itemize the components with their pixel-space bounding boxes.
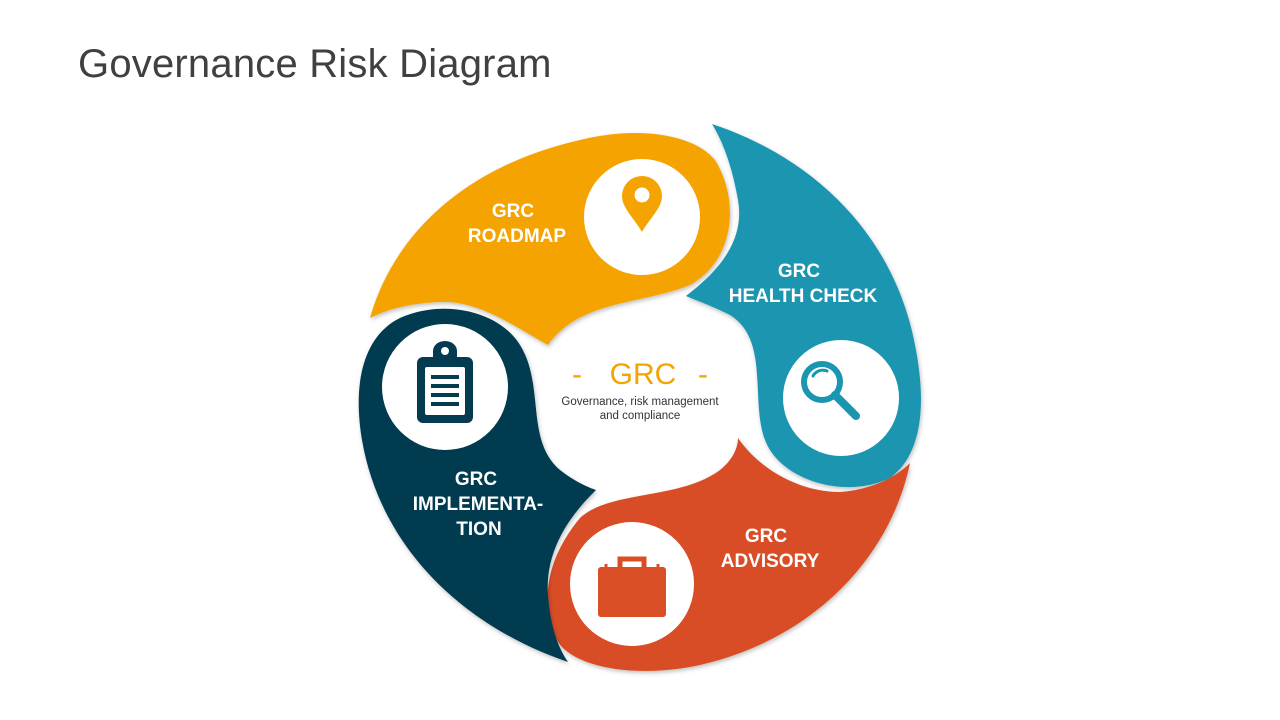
implementation-label-line3: TION xyxy=(456,519,501,540)
map-pin-icon xyxy=(622,176,662,232)
briefcase-icon xyxy=(598,556,666,617)
center-subtitle-line2: and compliance xyxy=(600,410,681,422)
implementation-label-line2: IMPLEMENTA- xyxy=(413,494,544,515)
center-hub: - GRC - Governance, risk management and … xyxy=(561,358,719,422)
center-dash-left: - xyxy=(572,358,582,391)
page-title: Governance Risk Diagram xyxy=(78,42,552,86)
advisory-label-line2: ADVISORY xyxy=(721,551,820,572)
roadmap-label-line2: ROADMAP xyxy=(468,226,566,247)
segment-health-check[interactable]: GRC HEALTH CHECK xyxy=(686,124,921,488)
clipboard-icon xyxy=(417,341,473,423)
health-check-label-line1: GRC xyxy=(778,261,821,282)
segment-implementation[interactable]: GRC IMPLEMENTA- TION xyxy=(358,308,596,662)
center-dash-right: - xyxy=(698,358,708,391)
health-check-label-line2: HEALTH CHECK xyxy=(729,286,878,307)
magnifier-icon xyxy=(801,361,860,420)
center-title: GRC xyxy=(610,358,677,391)
roadmap-label-line1: GRC xyxy=(492,201,535,222)
segment-roadmap[interactable]: GRC ROADMAP xyxy=(370,132,730,345)
implementation-label-line1: GRC xyxy=(455,469,498,490)
advisory-label-line1: GRC xyxy=(745,526,788,547)
center-subtitle-line1: Governance, risk management xyxy=(561,396,719,408)
segment-advisory[interactable]: GRC ADVISORY xyxy=(547,438,910,671)
